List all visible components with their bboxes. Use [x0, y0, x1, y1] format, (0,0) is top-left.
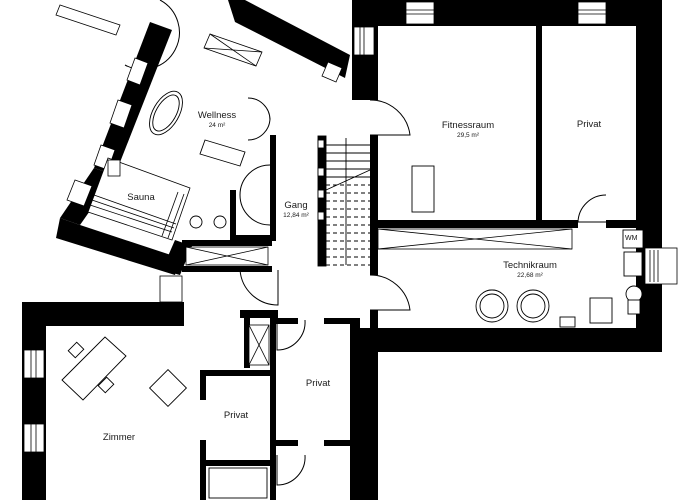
windows-right	[353, 1, 678, 285]
room-name: Privat	[576, 119, 602, 130]
room-name: Zimmer	[102, 432, 136, 443]
room-name: Wellness	[197, 110, 237, 121]
room-label-privat-1: Privat	[576, 119, 602, 131]
room-label-wellness: Wellness 24 m²	[197, 110, 237, 129]
room-name: Sauna	[127, 192, 155, 203]
room-label-fitnessraum: Fitnessraum 29,5 m²	[441, 120, 495, 139]
storage-cabinets	[185, 33, 573, 366]
room-area: 24 m²	[208, 121, 226, 129]
washing-machine-icon: WM	[625, 235, 638, 242]
room-name: Privat	[305, 378, 331, 389]
room-label-gang: Gang 12,84 m²	[283, 200, 309, 219]
room-name: Fitnessraum	[441, 120, 495, 131]
walls-wellness-wing	[56, 0, 350, 275]
room-label-privat-3: Privat	[305, 378, 331, 390]
room-area: 22,68 m²	[517, 271, 543, 279]
room-label-sauna: Sauna	[127, 192, 155, 204]
room-name: Gang	[284, 200, 308, 211]
sauna	[87, 157, 191, 241]
room-label-privat-2: Privat	[223, 410, 249, 422]
walls-right-block	[352, 0, 662, 500]
walls-zimmer	[22, 302, 270, 500]
room-label-zimmer: Zimmer	[102, 432, 136, 444]
room-label-technikraum: Technikraum 22,68 m²	[503, 260, 557, 279]
room-area: 29,5 m²	[456, 131, 480, 139]
walls-gang	[230, 135, 360, 500]
room-name: Technikraum	[503, 260, 557, 271]
room-name: Privat	[223, 410, 249, 421]
windows-zimmer	[23, 275, 183, 453]
windows-wellness	[55, 4, 343, 207]
room-area: 12,84 m²	[283, 211, 309, 219]
wellness-fixtures	[149, 90, 246, 229]
zimmer-furniture	[61, 165, 644, 499]
door-swings	[124, 0, 607, 486]
staircase	[317, 135, 371, 267]
